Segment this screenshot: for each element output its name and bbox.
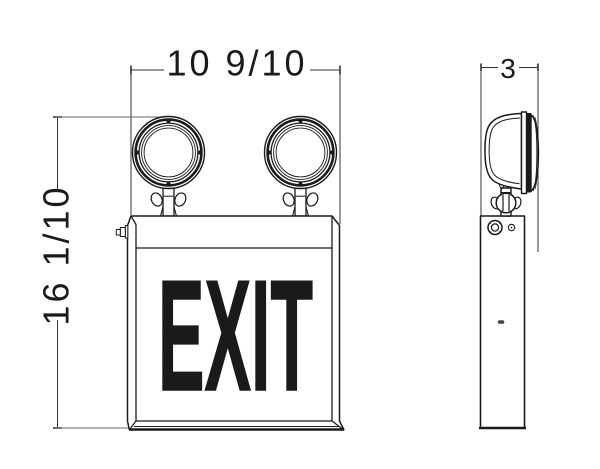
width-dimension — [130, 65, 341, 224]
bezel-band — [526, 113, 531, 193]
screw-dot — [134, 150, 140, 155]
screw-dot — [266, 150, 272, 155]
side-lamp-head — [484, 111, 540, 195]
lamp-stem-right — [282, 185, 319, 217]
screw-dot — [166, 118, 171, 124]
height-dimension-label: 16 1/10 — [36, 184, 77, 325]
sign-box — [126, 215, 345, 431]
side-view — [479, 111, 540, 430]
lamp-stem-left — [150, 185, 187, 217]
body-slot — [497, 320, 505, 324]
exit-sign-face-text: EXIT — [158, 248, 313, 424]
bezel-plate — [520, 111, 528, 195]
screw-dot — [298, 181, 303, 187]
screw-dot — [197, 150, 203, 155]
side-wing-nut — [490, 192, 522, 214]
screw-dot — [298, 118, 303, 124]
width-dimension-label: 10 9/10 — [166, 43, 307, 84]
screw-dot — [166, 181, 171, 187]
height-dimension — [53, 116, 166, 429]
screw-dot — [329, 150, 335, 155]
depth-dimension-label: 3 — [500, 53, 516, 84]
mounting-bolt — [115, 225, 129, 239]
grommet — [487, 219, 503, 236]
front-view — [115, 115, 345, 431]
battery-box — [479, 215, 526, 430]
lamp-head-left — [131, 115, 206, 190]
lamp-head-right — [263, 115, 338, 190]
indicator-dot — [507, 223, 516, 232]
